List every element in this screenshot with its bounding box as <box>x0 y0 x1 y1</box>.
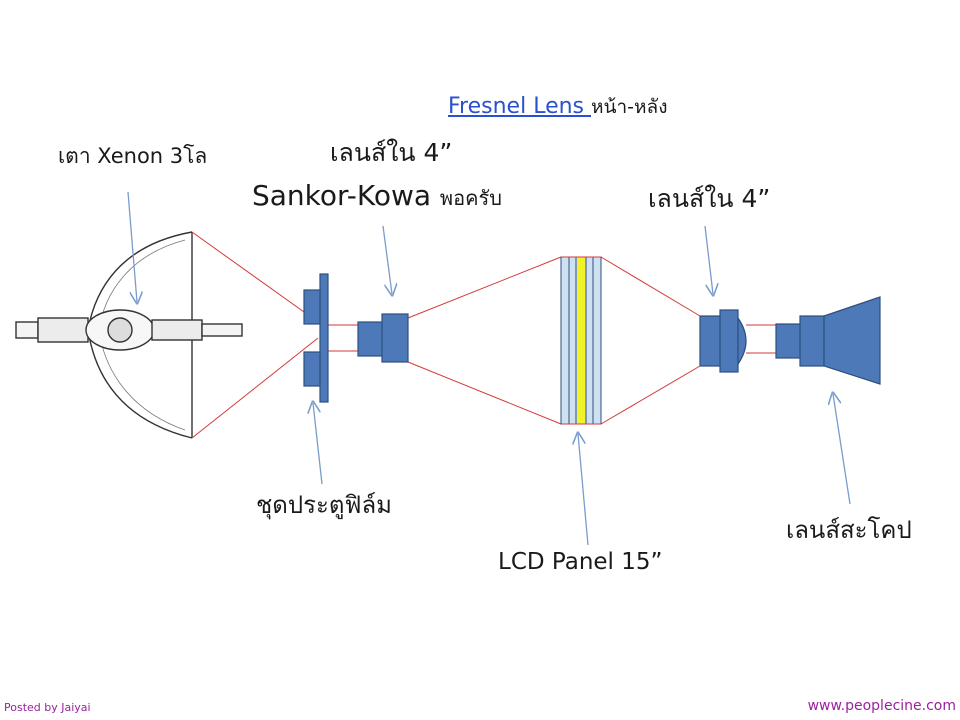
lamp-tube-right <box>151 319 203 341</box>
lamp-electrode <box>107 317 133 343</box>
lamp-tube-left <box>37 317 89 343</box>
fresnel-lens-link[interactable]: Fresnel Lens <box>448 94 591 119</box>
arrow-xenon <box>127 191 137 302</box>
posted-by-credit: Posted by Jaiyai <box>4 701 91 714</box>
inner-lens-right <box>699 309 747 373</box>
film-gate <box>303 273 329 403</box>
arrow-film-gate <box>313 403 323 485</box>
sankor-kowa-label: Sankor-Kowa พอครับ <box>252 182 502 210</box>
film-gate-label: ชุดประตูฟิล์ม <box>256 491 392 519</box>
lamp-base-right <box>201 323 243 337</box>
fresnel-lens-label: Fresnel Lens หน้า-หลัง <box>448 96 667 118</box>
inner-lens-right-label: เลนส์ใน 4” <box>648 184 771 213</box>
pointer-arrows <box>127 191 851 546</box>
scope-lens-label: เลนส์สะโคป <box>786 516 912 544</box>
film-gate-upper-block <box>303 289 321 325</box>
lamp-base-left <box>15 321 39 339</box>
fresnel-lens-suffix: หน้า-หลัง <box>591 96 668 118</box>
arrow-inner-right <box>704 225 713 294</box>
lcd-panel-label: LCD Panel 15” <box>498 549 663 575</box>
xenon-lamp-reflector-icon <box>15 231 243 439</box>
lcd-panel <box>560 256 602 425</box>
xenon-lamp-label: เตา Xenon 3โล <box>58 144 208 168</box>
lcd-highlight-layer <box>577 257 585 424</box>
light-beam <box>191 231 776 439</box>
film-gate-plate <box>319 273 329 403</box>
film-gate-lower-block <box>303 351 321 387</box>
inner-lens-left-label: เลนส์ใน 4” <box>330 138 453 167</box>
arrow-scope <box>833 394 851 505</box>
sankor-kowa-name: Sankor-Kowa <box>252 179 440 212</box>
scope-lens <box>775 296 881 385</box>
website-link[interactable]: www.peoplecine.com <box>807 698 956 714</box>
sankor-kowa-suffix: พอครับ <box>439 186 502 210</box>
arrow-lcd <box>578 434 589 546</box>
inner-lens-left <box>357 313 409 363</box>
arrow-inner-left <box>382 225 392 294</box>
